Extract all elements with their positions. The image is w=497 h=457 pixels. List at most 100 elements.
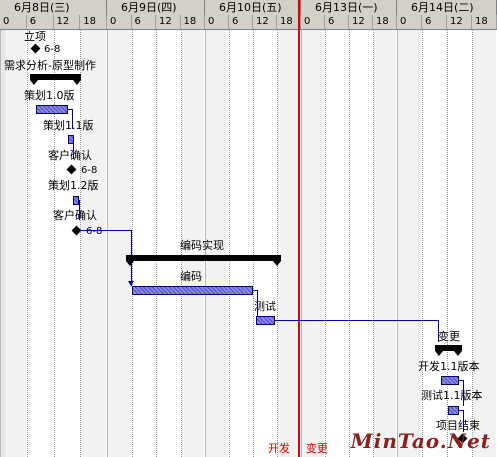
day-header: 6月10日(五) [205, 0, 301, 15]
task-label: 测试1.1版本 [421, 389, 483, 402]
milestone-date: 6-8 [81, 165, 98, 176]
nonworking-shade [278, 30, 300, 457]
hour-header: 12 [349, 15, 373, 29]
nonworking-shade [473, 30, 496, 457]
hour-header: 18 [472, 15, 497, 29]
nonworking-shade [81, 30, 106, 457]
timescale-major: 6月8日(三) 6月9日(四) 6月10日(五) 6月13日(一) 6月14日(… [0, 0, 497, 16]
task-label: 策划1.1版 [43, 119, 94, 132]
grid-line [325, 30, 326, 457]
hour-header: 6 [325, 15, 349, 29]
grid-line [373, 30, 374, 457]
hour-header: 0 [0, 15, 27, 29]
nonworking-shade [302, 30, 324, 457]
dependency-line [253, 290, 258, 291]
dependency-line [463, 380, 464, 406]
task-bar[interactable] [441, 376, 459, 385]
grid-line [349, 30, 350, 457]
task-bar[interactable] [73, 196, 79, 205]
summary-bar[interactable] [435, 345, 462, 356]
task-label: 客户确认 [48, 149, 92, 162]
dependency-line [257, 290, 258, 316]
nonworking-shade [206, 30, 228, 457]
nonworking-shade [374, 30, 396, 457]
day-header: 6月8日(三) [0, 0, 107, 15]
task-label: 立项 [24, 30, 46, 43]
grid-line [156, 30, 157, 457]
grid-line [301, 30, 302, 457]
grid-line [447, 30, 448, 457]
dependency-line [275, 320, 439, 321]
marker-label: 变更 [306, 442, 328, 455]
grid-line [253, 30, 254, 457]
hour-header: 18 [277, 15, 301, 29]
nonworking-shade [398, 30, 421, 457]
task-label: 测试 [254, 300, 276, 313]
hour-header: 6 [422, 15, 447, 29]
hour-header: 0 [107, 15, 132, 29]
nonworking-shade [181, 30, 204, 457]
dependency-line [73, 139, 74, 159]
task-bar[interactable] [36, 105, 68, 114]
dependency-line [438, 320, 439, 342]
hour-header: 0 [205, 15, 229, 29]
milestone-date: 6-8 [86, 226, 103, 237]
task-label: 编码实现 [180, 239, 224, 252]
hour-header: 0 [301, 15, 325, 29]
grid-line [397, 30, 398, 457]
grid-line [229, 30, 230, 457]
dependency-line [459, 410, 464, 411]
task-bar[interactable] [448, 406, 459, 415]
dependency-line [72, 109, 73, 129]
milestone-diamond[interactable] [66, 164, 77, 175]
nonworking-shade [108, 30, 131, 457]
dependency-arrow [128, 281, 134, 286]
grid-line [26, 30, 28, 457]
hour-header: 12 [156, 15, 181, 29]
hour-header: 6 [229, 15, 253, 29]
hour-header: 6 [132, 15, 156, 29]
grid-line [277, 30, 278, 457]
hour-header: 0 [397, 15, 422, 29]
day-header: 6月9日(四) [107, 0, 205, 15]
dependency-line [463, 410, 464, 432]
hour-header: 6 [27, 15, 54, 29]
task-label: 策划1.2版 [48, 179, 99, 192]
task-bar[interactable] [256, 316, 275, 325]
grid-line [180, 30, 182, 457]
summary-bar[interactable] [30, 74, 81, 85]
grid-line [80, 30, 82, 457]
nonworking-shade [1, 30, 26, 457]
task-label: 编码 [180, 270, 202, 283]
task-label: 项目结束 [436, 419, 480, 432]
dependency-line [79, 200, 80, 220]
grid-line [131, 30, 133, 457]
task-label: 需求分析-原型制作 [4, 59, 96, 72]
grid-line [472, 30, 473, 457]
hour-header: 18 [373, 15, 397, 29]
dependency-line [67, 109, 73, 110]
milestone-date: 6-8 [44, 44, 61, 55]
hour-header: 12 [54, 15, 81, 29]
summary-bar[interactable] [126, 255, 281, 266]
milestone-diamond[interactable] [30, 43, 41, 54]
grid-line [422, 30, 423, 457]
watermark-logo: MinTao.Net [350, 429, 491, 453]
hour-header: 18 [80, 15, 107, 29]
task-bar[interactable] [132, 286, 253, 295]
task-label: 开发1.1版本 [418, 360, 480, 373]
grid-line [53, 30, 55, 457]
grid-line [0, 30, 1, 457]
grid-line [205, 30, 206, 457]
hour-header: 12 [447, 15, 472, 29]
grid-line [107, 30, 108, 457]
task-label: 客户确认 [53, 209, 97, 222]
dependency-line [80, 230, 132, 231]
task-label: 变更 [438, 330, 460, 343]
dependency-line [459, 380, 464, 381]
hour-header: 18 [181, 15, 205, 29]
day-header: 6月13日(一) [301, 0, 397, 15]
status-date-line [298, 0, 300, 457]
